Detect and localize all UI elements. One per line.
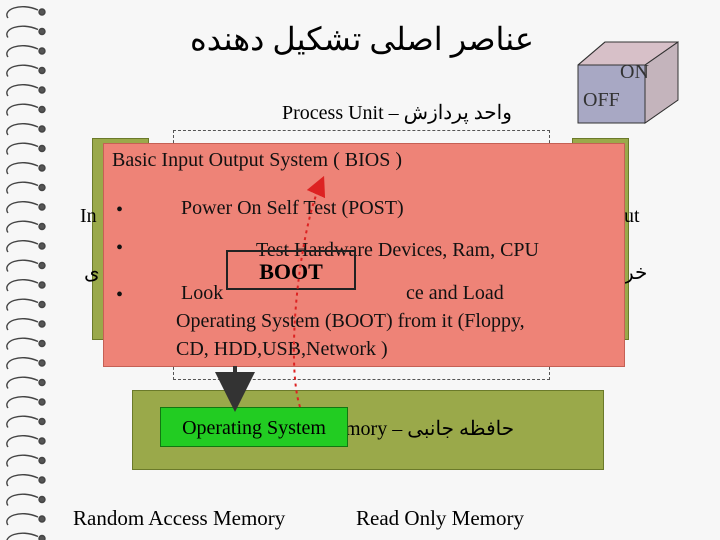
spiral-hole: [39, 321, 45, 327]
process-unit-label: Process Unit – واحد پردازش: [282, 100, 512, 125]
spiral-hole: [39, 438, 45, 444]
spiral-ring: [7, 124, 38, 135]
spiral-hole: [39, 224, 45, 230]
bios-box: Basic Input Output System ( BIOS ) • Pow…: [103, 143, 625, 367]
off-label: OFF: [583, 89, 620, 111]
spiral-hole: [39, 68, 45, 74]
spiral-hole: [39, 263, 45, 269]
spiral-ring: [7, 202, 38, 213]
spiral-hole: [39, 165, 45, 171]
spiral-hole: [39, 458, 45, 464]
spiral-ring: [7, 319, 38, 330]
spiral-ring: [7, 280, 38, 291]
spiral-hole: [39, 497, 45, 503]
spiral-ring: [7, 7, 38, 18]
spiral-ring: [7, 397, 38, 408]
spiral-ring: [7, 338, 38, 349]
spiral-ring: [7, 377, 38, 388]
spiral-ring: [7, 26, 38, 37]
bios-line-3a: Look: [181, 282, 223, 305]
spiral-ring: [7, 221, 38, 232]
spiral-ring: [7, 475, 38, 486]
spiral-hole: [39, 516, 45, 522]
bullet-2: •: [116, 237, 123, 260]
bios-line-1: Power On Self Test (POST): [181, 197, 404, 220]
spiral-ring: [7, 494, 38, 505]
bullet-3: •: [116, 284, 123, 307]
slide-title: عناصر اصلی تشکیل دهنده: [190, 20, 534, 58]
input-label-fa: ی: [84, 260, 100, 285]
spiral-hole: [39, 185, 45, 191]
spiral-ring: [7, 358, 38, 369]
boot-box: BOOT: [226, 250, 356, 290]
spiral-ring: [7, 143, 38, 154]
spiral-ring: [7, 104, 38, 115]
spiral-hole: [39, 146, 45, 152]
spiral-hole: [39, 282, 45, 288]
spiral-hole: [39, 243, 45, 249]
output-label-fa: خر: [624, 260, 647, 285]
spiral-ring: [7, 46, 38, 57]
ram-label: Random Access Memory: [73, 506, 285, 531]
bios-line-4: Operating System (BOOT) from it (Floppy,: [176, 310, 525, 333]
input-label: In: [80, 205, 97, 228]
spiral-hole: [39, 9, 45, 15]
on-off-cube: ON OFF: [575, 40, 680, 125]
spiral-ring: [7, 455, 38, 466]
spiral-ring: [7, 514, 38, 525]
spiral-hole: [39, 107, 45, 113]
spiral-binding: [0, 0, 60, 540]
spiral-ring: [7, 416, 38, 427]
spiral-hole: [39, 536, 45, 540]
spiral-hole: [39, 380, 45, 386]
spiral-hole: [39, 302, 45, 308]
spiral-ring: [7, 533, 38, 540]
rom-label: Read Only Memory: [356, 506, 524, 531]
spiral-hole: [39, 126, 45, 132]
spiral-ring: [7, 85, 38, 96]
spiral-hole: [39, 29, 45, 35]
spiral-ring: [7, 299, 38, 310]
spiral-hole: [39, 419, 45, 425]
spiral-hole: [39, 399, 45, 405]
spiral-ring: [7, 65, 38, 76]
bios-line-3b: ce and Load: [406, 282, 504, 305]
bios-line-5: CD, HDD,USB,Network ): [176, 338, 388, 361]
spiral-hole: [39, 204, 45, 210]
spiral-hole: [39, 477, 45, 483]
on-label: ON: [620, 61, 649, 83]
spiral-ring: [7, 241, 38, 252]
spiral-ring: [7, 182, 38, 193]
spiral-hole: [39, 341, 45, 347]
operating-system-box: Operating System: [160, 407, 348, 447]
spiral-hole: [39, 360, 45, 366]
bios-title: Basic Input Output System ( BIOS ): [112, 149, 402, 172]
spiral-ring: [7, 260, 38, 271]
spiral-ring: [7, 163, 38, 174]
spiral-hole: [39, 87, 45, 93]
spiral-hole: [39, 48, 45, 54]
output-label: ut: [624, 205, 640, 228]
bullet-1: •: [116, 199, 123, 222]
spiral-ring: [7, 436, 38, 447]
memory-label: mory – حافظه جانبی: [345, 416, 514, 441]
